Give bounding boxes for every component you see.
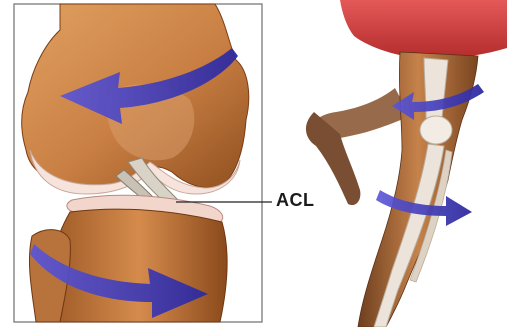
acl-label: ACL [276, 190, 315, 211]
knee-joint-panel [14, 4, 262, 322]
leg-knee-joint [420, 116, 452, 144]
tibia-bone [51, 209, 227, 322]
red-skirt [340, 0, 507, 59]
leg-twist-panel [306, 0, 507, 327]
